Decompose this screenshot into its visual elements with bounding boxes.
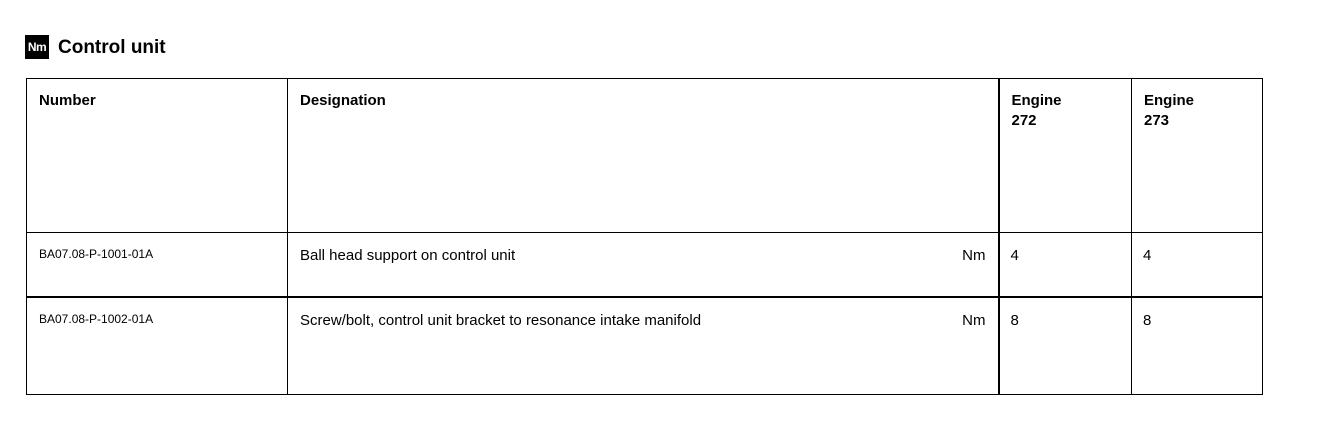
- column-header-engine-273: Engine 273: [1131, 78, 1263, 233]
- row-unit-label: Nm: [962, 312, 986, 329]
- engine-272-label-line2: 272: [1011, 111, 1037, 129]
- table-header-row: Number Designation Engine 272 Engine 273: [26, 78, 1263, 233]
- row-number-value: BA07.08-P-1002-01A: [39, 312, 154, 326]
- row-engine-272-value: 8: [1010, 312, 1019, 329]
- row-unit-label: Nm: [962, 247, 986, 264]
- row-engine-273-value: 4: [1143, 247, 1152, 264]
- cell-engine-272: 8: [997, 296, 1132, 395]
- cell-designation: Ball head support on control unit Nm: [287, 232, 999, 298]
- table-body: BA07.08-P-1001-01A Ball head support on …: [26, 232, 1263, 395]
- column-header-designation: Designation: [287, 78, 999, 233]
- engine-272-label-line1: Engine: [1011, 92, 1062, 109]
- cell-number: BA07.08-P-1002-01A: [26, 296, 288, 395]
- column-header-engine-273-label: Engine 273: [1132, 79, 1262, 130]
- nm-unit-icon: Nm: [25, 35, 49, 59]
- cell-designation: Screw/bolt, control unit bracket to reso…: [287, 296, 999, 395]
- table-row[interactable]: BA07.08-P-1001-01A Ball head support on …: [26, 232, 1263, 298]
- row-designation-value: Screw/bolt, control unit bracket to reso…: [300, 312, 702, 329]
- engine-273-label-line2: 273: [1144, 111, 1170, 129]
- torque-table: Number Designation Engine 272 Engine 273: [26, 78, 1263, 395]
- cell-engine-273: 4: [1131, 232, 1263, 298]
- page-title: Control unit: [58, 36, 166, 58]
- table-header: Number Designation Engine 272 Engine 273: [26, 78, 1263, 233]
- column-header-designation-label: Designation: [300, 92, 386, 109]
- row-number-value: BA07.08-P-1001-01A: [39, 247, 154, 261]
- row-engine-272-value: 4: [1010, 247, 1019, 264]
- page-title-row: Nm Control unit: [25, 34, 166, 60]
- table-row[interactable]: BA07.08-P-1002-01A Screw/bolt, control u…: [26, 296, 1263, 395]
- column-header-engine-272: Engine 272: [997, 78, 1132, 233]
- row-designation-value: Ball head support on control unit: [300, 247, 516, 264]
- column-header-number-label: Number: [39, 92, 96, 109]
- engine-273-label-line1: Engine: [1144, 92, 1195, 109]
- row-engine-273-value: 8: [1143, 312, 1152, 329]
- cell-number: BA07.08-P-1001-01A: [26, 232, 288, 298]
- cell-engine-273: 8: [1131, 296, 1263, 395]
- column-header-engine-272-label: Engine 272: [1000, 79, 1132, 130]
- torque-table-container: Number Designation Engine 272 Engine 273: [26, 78, 1263, 395]
- cell-engine-272: 4: [997, 232, 1132, 298]
- column-header-number: Number: [26, 78, 288, 233]
